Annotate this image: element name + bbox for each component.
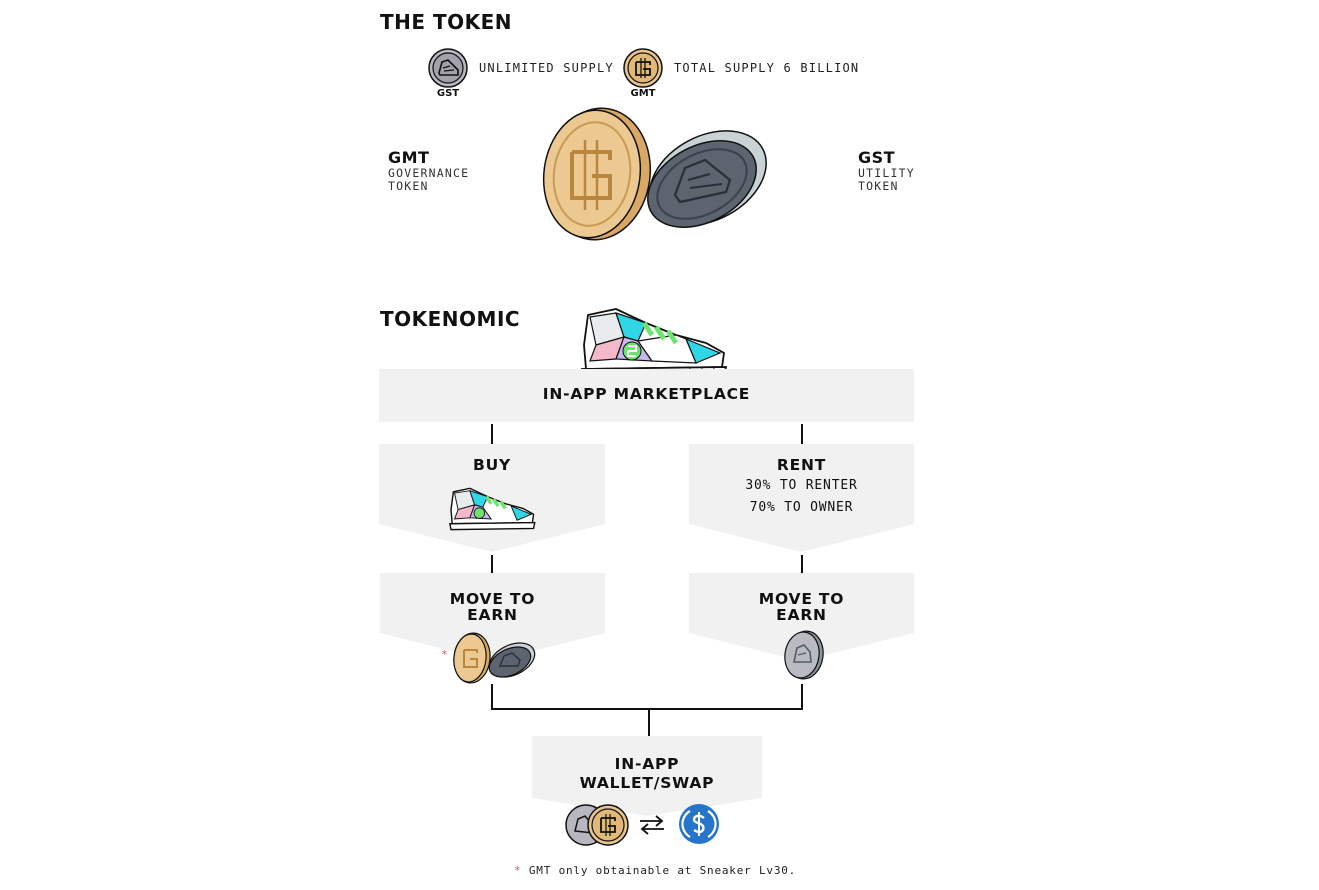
gmt-badge-label: GMT: [630, 88, 656, 99]
gst-coin-icon: [428, 48, 468, 88]
gst-gmt-coins-icon: [565, 804, 629, 846]
marketplace-panel: [379, 369, 914, 422]
gmt-gst-coins-icon: [453, 632, 536, 684]
gst-token-name: GST: [858, 148, 896, 167]
gmt-token-name: GMT: [388, 148, 430, 167]
connector-line: [648, 710, 650, 736]
token-section-heading: THE TOKEN: [380, 10, 513, 34]
connector-line: [491, 555, 493, 573]
coins-illustration: [542, 107, 767, 241]
footnote-text: GMT only obtainable at Sneaker Lv30.: [528, 864, 797, 877]
connector-line: [801, 684, 803, 710]
gst-token-desc-2: TOKEN: [858, 179, 899, 193]
sneaker-icon: [580, 308, 728, 380]
rent-title: RENT: [776, 456, 827, 474]
connector-line: [491, 424, 493, 444]
connector-line: [491, 684, 493, 710]
wallet-title-2: WALLET/SWAP: [579, 774, 715, 792]
move-to-earn-left-panel: [380, 573, 605, 661]
gmt-token-desc-1: GOVERNANCE: [388, 166, 470, 180]
gmt-coin-icon: [623, 48, 663, 88]
rent-renter-share: 30% TO RENTER: [745, 478, 858, 493]
rent-panel: [689, 444, 914, 552]
move-to-earn-right-panel: [689, 573, 914, 661]
usdc-coin-icon: [679, 804, 719, 844]
footnote-marker: *: [441, 648, 448, 661]
gst-coin-icon: [784, 630, 824, 680]
wallet-title-1: IN-APP: [614, 755, 680, 773]
tokenomic-heading: TOKENOMIC: [380, 307, 521, 331]
footnote: * GMT only obtainable at Sneaker Lv30.: [514, 864, 796, 877]
move-to-earn-right-title-1: MOVE TO: [758, 590, 845, 608]
swap-arrows-icon: [640, 815, 664, 835]
sneaker-icon: [448, 487, 536, 531]
move-to-earn-left-title-2: EARN: [467, 606, 518, 624]
gmt-supply-text: TOTAL SUPPLY 6 BILLION: [674, 61, 860, 75]
gst-token-desc-1: UTILITY: [858, 166, 915, 180]
buy-title: BUY: [472, 456, 512, 474]
footnote-star: *: [514, 864, 522, 877]
wallet-swap-panel: [532, 736, 762, 816]
move-to-earn-right-title-2: EARN: [776, 606, 827, 624]
move-to-earn-left-title-1: MOVE TO: [449, 590, 536, 608]
gst-badge-label: GST: [436, 88, 460, 99]
connector-line: [491, 708, 803, 710]
marketplace-title: IN-APP MARKETPLACE: [542, 385, 751, 403]
gst-supply-text: UNLIMITED SUPPLY: [479, 61, 614, 75]
gmt-token-desc-2: TOKEN: [388, 179, 429, 193]
connector-line: [801, 555, 803, 573]
rent-owner-share: 70% TO OWNER: [749, 500, 854, 515]
connector-line: [801, 424, 803, 444]
